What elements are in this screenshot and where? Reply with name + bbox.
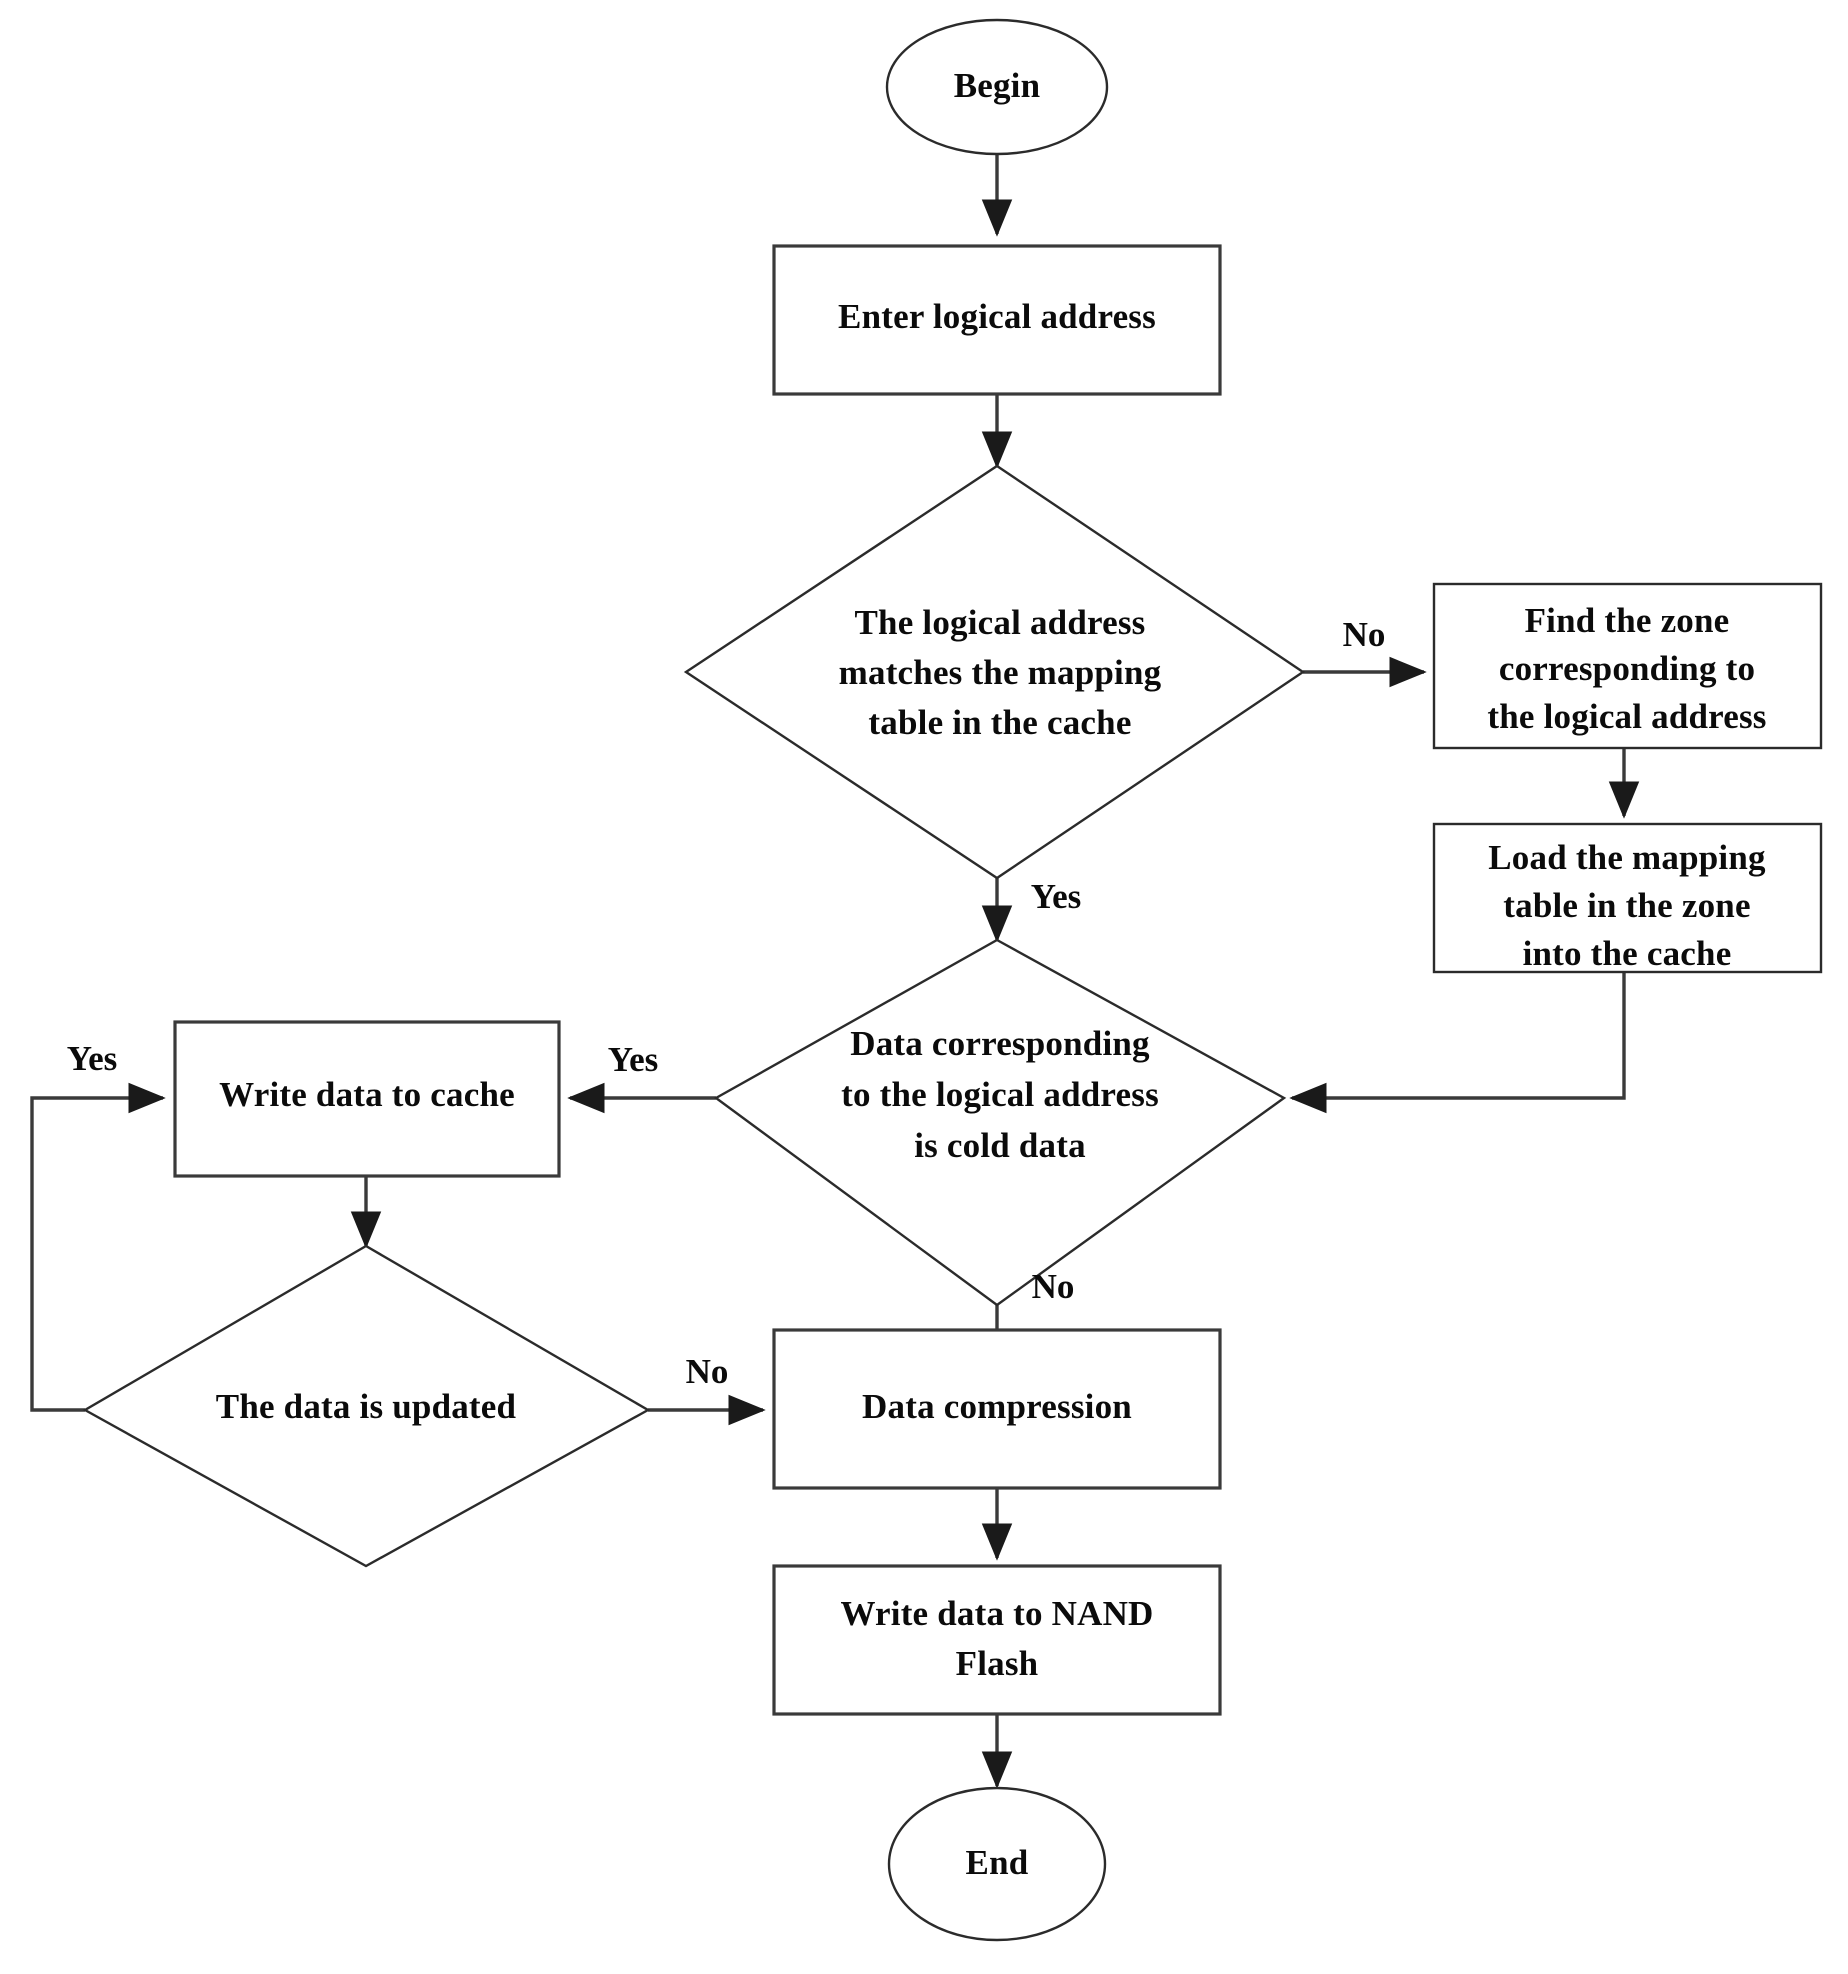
edge-label-yes-match-cache: Yes — [1031, 877, 1082, 916]
node-find-zone-line2: corresponding to — [1499, 649, 1755, 688]
edge-label-yes-cold-data: Yes — [608, 1040, 659, 1079]
node-write-data-to-cache-label: Write data to cache — [219, 1075, 515, 1114]
node-end-label: End — [966, 1843, 1029, 1882]
edge-data-updated-yes-loopback — [30, 1082, 166, 1412]
node-end[interactable]: End — [887, 1786, 1107, 1942]
node-match-cache-line2: matches the mapping — [839, 653, 1162, 692]
node-match-cache-line1: The logical address — [855, 603, 1146, 642]
node-data-compression[interactable]: Data compression — [772, 1328, 1222, 1490]
edge-label-no-cold-data: No — [1032, 1267, 1075, 1306]
node-write-data-to-nand-flash-line2: Flash — [956, 1644, 1039, 1683]
node-write-data-to-nand-flash[interactable]: Write data to NAND Flash — [772, 1564, 1222, 1716]
node-cold-data-line2: to the logical address — [841, 1075, 1159, 1114]
edge-label-no-match-cache: No — [1343, 615, 1386, 654]
node-begin-label: Begin — [954, 66, 1041, 105]
node-load-mapping-table-line3: into the cache — [1523, 934, 1732, 973]
edge-label-no-data-updated: No — [686, 1352, 729, 1391]
node-match-cache-line3: table in the cache — [868, 703, 1131, 742]
edge-label-yes-loop-back: Yes — [67, 1039, 118, 1078]
node-load-mapping-table-line2: table in the zone — [1503, 886, 1750, 925]
node-data-updated-label: The data is updated — [216, 1387, 517, 1426]
node-cold-data-line3: is cold data — [914, 1126, 1086, 1165]
node-load-mapping-table[interactable]: Load the mapping table in the zone into … — [1432, 822, 1823, 974]
node-write-data-to-nand-flash-line1: Write data to NAND — [840, 1594, 1153, 1633]
node-write-data-to-cache[interactable]: Write data to cache — [173, 1020, 561, 1178]
edge-load-table-to-cold-data — [1289, 972, 1626, 1114]
node-find-zone[interactable]: Find the zone corresponding to the logic… — [1432, 582, 1823, 750]
node-match-cache-decision[interactable]: The logical address matches the mapping … — [683, 464, 1306, 880]
node-find-zone-line1: Find the zone — [1525, 601, 1730, 640]
node-load-mapping-table-line1: Load the mapping — [1488, 838, 1766, 877]
node-data-updated-decision[interactable]: The data is updated — [82, 1244, 651, 1568]
node-cold-data-decision[interactable]: Data corresponding to the logical addres… — [713, 938, 1287, 1307]
node-enter-logical-address[interactable]: Enter logical address — [772, 244, 1222, 396]
node-cold-data-line1: Data corresponding — [850, 1024, 1150, 1063]
node-find-zone-line3: the logical address — [1487, 697, 1766, 736]
node-enter-logical-address-label: Enter logical address — [838, 297, 1156, 336]
node-data-compression-label: Data compression — [862, 1387, 1132, 1426]
node-begin[interactable]: Begin — [885, 18, 1109, 156]
